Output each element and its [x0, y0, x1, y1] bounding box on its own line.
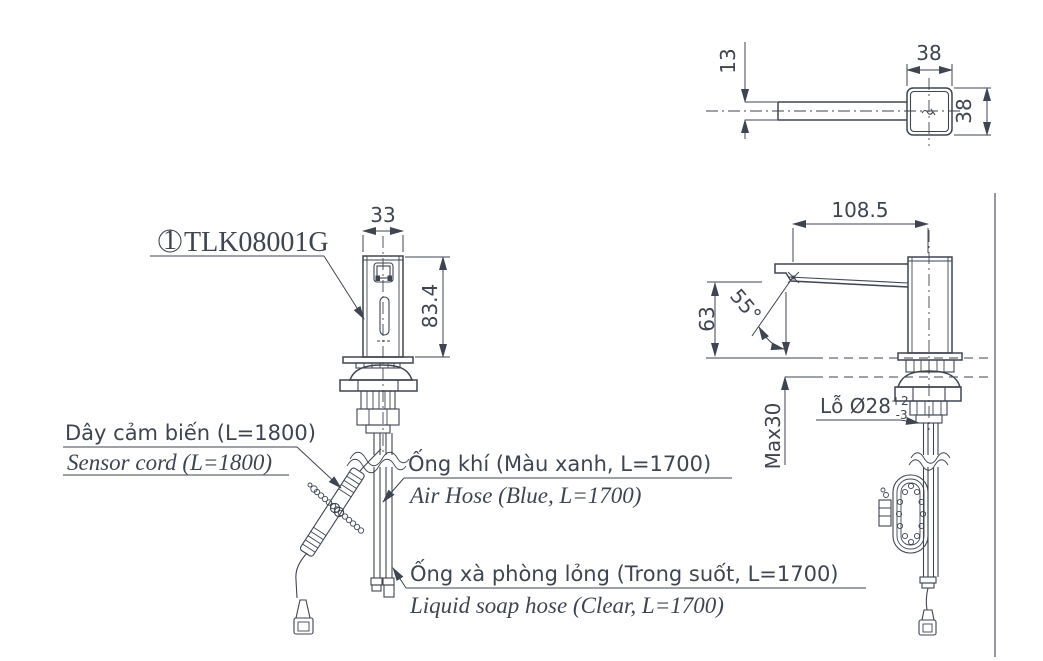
- part-index: 1: [163, 225, 177, 256]
- soap-hose-label-vi: Ống xà phòng lỏng (Trong suốt, L=1700): [410, 558, 839, 586]
- logo-mark-icon: [921, 108, 936, 116]
- side-cord-end: [918, 576, 937, 636]
- front-mounting-base: [339, 356, 418, 434]
- air-hose-label-vi: Ống khí (Màu xanh, L=1700): [408, 448, 711, 476]
- dim-front-body-height: 83.4: [418, 284, 442, 329]
- side-mounting-base: [894, 352, 963, 424]
- hose-break-symbol: [910, 452, 951, 464]
- soap-hose-leader: [392, 567, 407, 589]
- soap-hose-label-en: Liquid soap hose (Clear, L=1700): [409, 593, 724, 618]
- dim-spray-angle: 55°: [725, 284, 766, 327]
- air-hose-label-en: Air Hose (Blue, L=1700): [408, 483, 641, 508]
- part-code: TLK08001G: [184, 227, 329, 258]
- hose-break-symbol: [349, 451, 410, 467]
- dim-top-body-depth: 38: [952, 98, 976, 123]
- spout-outlet-slot: [379, 296, 390, 336]
- spray-angle: 55°: [725, 276, 794, 356]
- part-label: 1 TLK08001G: [150, 225, 365, 320]
- soap-hose-callout: Ống xà phòng lỏng (Trong suốt, L=1700) L…: [392, 558, 866, 618]
- hole-callout: Lỗ Ø28+2-3: [816, 394, 920, 425]
- front-view: 1 TLK08001G 33 83.4: [150, 203, 450, 635]
- sensor-plug: [295, 599, 311, 619]
- coiled-sensor-cord: [878, 474, 929, 554]
- side-view: 108.5 55° 63: [695, 193, 996, 657]
- side-body: [907, 256, 953, 354]
- dim-top-spout-width: 13: [716, 48, 740, 73]
- callout-labels: Dây cảm biến (L=1800) Sensor cord (L=180…: [63, 421, 866, 618]
- part-label-leader: [323, 255, 365, 320]
- dim-front-body-width: 33: [370, 203, 395, 227]
- sensor-cord-leader: [296, 446, 342, 489]
- top-view-body: [906, 87, 953, 136]
- top-view: 13 38 38: [706, 41, 991, 146]
- dim-side-reach: 108.5: [831, 198, 888, 222]
- sensor-cord-assembly: [293, 448, 382, 635]
- side-hose-bundle: [908, 423, 951, 577]
- sensor-cord-label-vi: Dây cảm biến (L=1800): [65, 421, 316, 445]
- air-hose-leader: [382, 477, 405, 503]
- dim-deck-thickness: Max30: [761, 403, 785, 470]
- sensor-window: [373, 262, 394, 283]
- bead-chain: [895, 482, 927, 546]
- hole-dimension-text: Lỗ Ø28+2-3: [820, 394, 909, 422]
- front-hoses: [346, 433, 410, 598]
- sensor-cord-callout: Dây cảm biến (L=1800) Sensor cord (L=180…: [63, 421, 342, 489]
- side-spout: [774, 263, 909, 288]
- dim-top-body-width: 38: [916, 41, 941, 65]
- circled-index-icon: [158, 229, 182, 253]
- sensor-connector-chain: [307, 482, 365, 534]
- air-hose-callout: Ống khí (Màu xanh, L=1700) Air Hose (Blu…: [382, 448, 732, 508]
- sensor-cord-label-en: Sensor cord (L=1800): [67, 450, 272, 475]
